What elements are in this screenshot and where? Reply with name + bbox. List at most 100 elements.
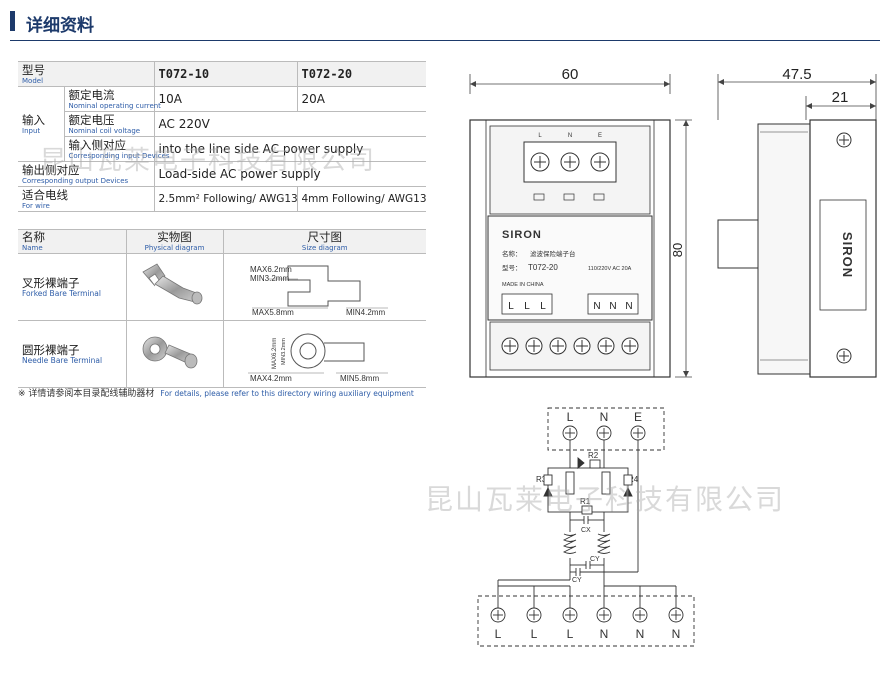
current-value-2: 20A <box>296 86 426 112</box>
circuit-out-6: N <box>672 627 681 641</box>
footnote-en: For details, please refer to this direct… <box>160 389 414 398</box>
top-label-e: E <box>598 133 602 139</box>
side-brand-logo: SIRON <box>840 232 855 278</box>
circuit-out-1: L <box>495 627 502 641</box>
circuit-out-3: L <box>567 627 574 641</box>
header-accent-bar <box>10 11 15 31</box>
photo-header: 实物图 <box>157 230 192 244</box>
spec-header-row: 型号 Model T072-10 T072-20 <box>18 61 426 87</box>
ring-dim-4: MIN5.8mm <box>340 374 379 383</box>
wire-value-1: 2.5mm² Following/ AWG13 <box>153 186 298 212</box>
footnote-cn: ※ 详情请参阅本目录配线辅助器材 <box>18 389 155 399</box>
watermark-left: 昆山瓦莱电子科技有限公司 <box>40 146 377 176</box>
forked-dim-3: MAX5.8mm <box>252 308 294 316</box>
page-title: 详细资料 <box>26 16 94 36</box>
circuit-in-n: N <box>600 410 609 424</box>
circuit-output-terminal <box>526 607 542 623</box>
circuit-input-terminal <box>562 425 578 441</box>
dim-depth: 47.5 <box>782 66 811 83</box>
ring-terminal-name-en: Needle Bare Terminal <box>22 355 103 365</box>
ring-dim-2: MIN3.2mm <box>281 337 287 364</box>
input-label: 输入 <box>22 112 45 127</box>
circuit-output-terminal <box>668 607 684 623</box>
circuit-output-terminal <box>596 607 612 623</box>
top-screw-terminal <box>590 152 610 172</box>
circuit-output-terminal <box>490 607 506 623</box>
watermark-right: 昆山瓦莱电子科技有限公司 <box>425 483 786 516</box>
front-bottom-l3: L <box>540 301 546 312</box>
bottom-screw-terminal <box>597 337 615 355</box>
front-model-value: T072-20 <box>528 263 558 272</box>
circuit-cx: CX <box>581 527 591 534</box>
section-header: 详细资料 <box>10 8 880 41</box>
front-bottom-n3: N <box>625 301 632 312</box>
made-in-label: MADE IN CHINA <box>502 282 544 288</box>
current-label: 额定电流 <box>68 87 115 102</box>
forked-terminal-size-diagram: MAX6.2mm MIN3.2mm MAX5.8mm MIN4.2mm <box>250 265 388 317</box>
dim-rail: 21 <box>832 89 849 106</box>
circuit-r1: R1 <box>580 497 591 506</box>
circuit-out-5: N <box>636 627 645 641</box>
circuit-r2: R2 <box>588 451 599 460</box>
forked-terminal-name-en: Forked Bare Terminal <box>22 288 101 298</box>
ring-terminal-name: 圆形裸端子 <box>22 342 80 357</box>
brand-logo: SIRON <box>502 229 542 241</box>
input-label-en: Input <box>22 126 41 135</box>
input-side-label: 输入侧对应 <box>68 137 127 152</box>
circuit-output-terminal <box>562 607 578 623</box>
forked-terminal-name: 叉形裸端子 <box>22 275 80 290</box>
top-label-n: N <box>568 133 572 139</box>
size-header-en: Size diagram <box>301 244 348 252</box>
forked-terminal-photo <box>141 262 202 304</box>
ring-terminal-photo <box>142 336 197 368</box>
bottom-screw-terminal <box>621 337 639 355</box>
top-screw-terminal <box>560 152 580 172</box>
bottom-screw-terminal <box>573 337 591 355</box>
wire-value-2: 4mm Following/ AWG13 <box>296 186 426 212</box>
bottom-screw-terminal <box>525 337 543 355</box>
side-view-drawing: 47.5 21 SIRON <box>717 66 877 378</box>
circuit-out-2: L <box>531 627 538 641</box>
circuit-out-4: N <box>600 627 609 641</box>
circuit-output-terminal <box>632 607 648 623</box>
ring-terminal-size-diagram: MAX6.2mm MIN3.2mm MAX4.2mm MIN5.8mm <box>247 333 388 383</box>
photo-header-en: Physical diagram <box>144 244 205 252</box>
front-bottom-l1: L <box>508 301 514 312</box>
wire-label: 适合电线 <box>22 187 68 202</box>
side-screw <box>836 348 852 364</box>
current-value-1: 10A <box>153 86 297 112</box>
forked-dim-2: MIN3.2mm <box>250 274 289 283</box>
forked-dim-4: MIN4.2mm <box>346 308 385 316</box>
circuit-cy-1: CY <box>590 556 600 563</box>
size-header: 尺寸图 <box>307 230 343 244</box>
col-t072-20: T072-20 <box>296 61 426 87</box>
ring-dim-3: MAX4.2mm <box>250 374 292 383</box>
ring-dim-1: MAX6.2mm <box>272 337 278 368</box>
voltage-label: 额定电压 <box>68 112 115 127</box>
output-side-value: Load-side AC power supply <box>153 161 426 187</box>
front-model-label: 型号： <box>502 263 522 272</box>
circuit-in-e: E <box>634 410 642 424</box>
circuit-input-terminal <box>596 425 612 441</box>
circuit-cy-2: CY <box>572 577 582 584</box>
front-name-value: 滤波保险端子台 <box>530 249 576 258</box>
product-drawings: 60 L N E SIRON 名称： 滤波保险端子台 型号： T072-20 1… <box>469 66 877 647</box>
top-label-l: L <box>538 133 542 139</box>
front-bottom-n2: N <box>609 301 616 312</box>
front-rating: 110/220V AC 20A <box>588 266 632 272</box>
bottom-screw-terminal <box>549 337 567 355</box>
side-screw <box>836 132 852 148</box>
input-side-label-en: Corresponding input Devices <box>68 151 170 160</box>
name-header: 名称 <box>22 230 45 244</box>
front-view-drawing: 60 L N E SIRON 名称： 滤波保险端子台 型号： T072-20 1… <box>469 66 692 378</box>
